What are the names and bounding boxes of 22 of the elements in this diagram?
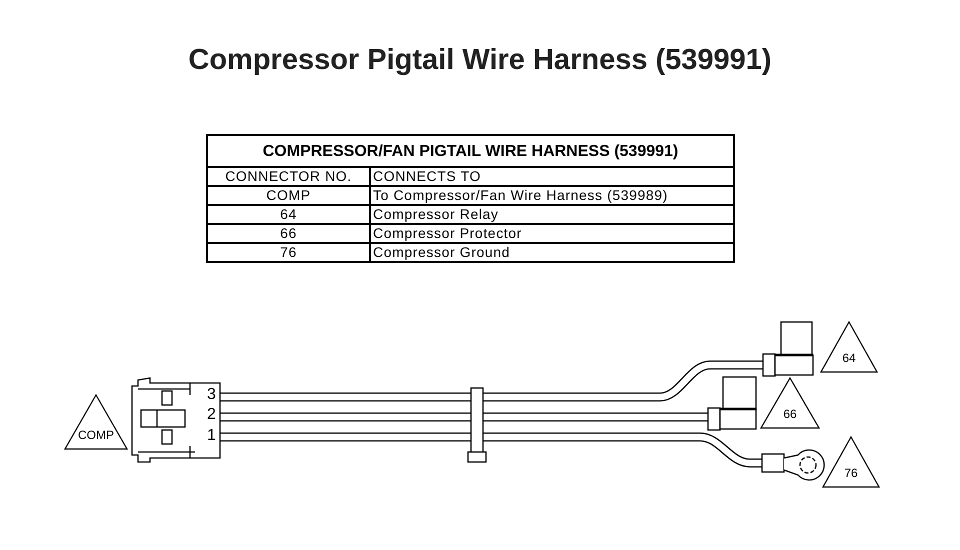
- pin-number: 2: [207, 406, 216, 424]
- callout-triangle: [760, 377, 820, 429]
- callout-label: 76: [843, 466, 859, 480]
- column-header: CONNECTOR NO.: [207, 167, 370, 186]
- callout-triangle: [820, 321, 878, 373]
- table-cell: Compressor Ground: [370, 243, 734, 262]
- callout-label: 66: [782, 407, 798, 421]
- table-cell: Compressor Protector: [370, 224, 734, 243]
- table-cell: 66: [207, 224, 370, 243]
- callout-label: 64: [841, 351, 857, 365]
- pin-number: 1: [207, 427, 216, 445]
- table-cell: COMP: [207, 186, 370, 205]
- column-header: CONNECTS TO: [370, 167, 734, 186]
- diagram-title: Compressor Pigtail Wire Harness (539991): [187, 44, 773, 77]
- table-cell: 76: [207, 243, 370, 262]
- table-title: COMPRESSOR/FAN PIGTAIL WIRE HARNESS (539991): [207, 135, 734, 167]
- callout-triangle: [64, 394, 128, 450]
- table-cell: 64: [207, 205, 370, 224]
- callout-label: COMP: [77, 428, 115, 442]
- table-cell: Compressor Relay: [370, 205, 734, 224]
- table-cell: To Compressor/Fan Wire Harness (539989): [370, 186, 734, 205]
- pin-number: 3: [207, 386, 216, 404]
